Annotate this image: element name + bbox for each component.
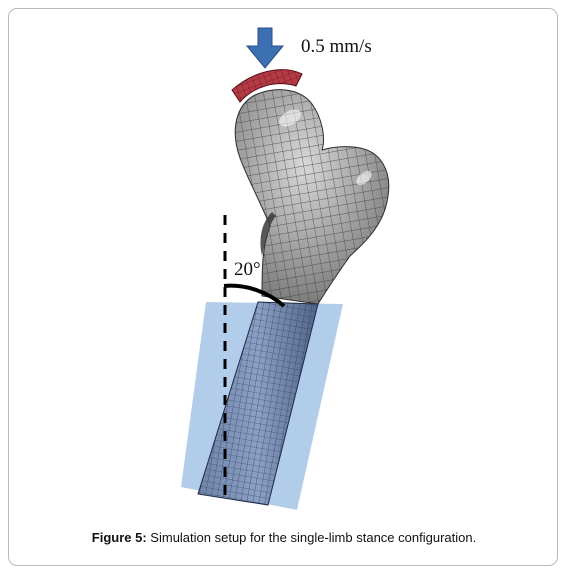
loading-plate [231,69,303,103]
femur-shaft [197,301,319,506]
caption-label: Figure 5: [91,530,147,545]
caption-text: Simulation setup for the single-limb sta… [146,530,477,545]
angle-label: 20° [234,259,261,280]
down-arrow-icon [245,27,285,69]
femur-head [234,89,390,305]
angle-arc [223,283,286,308]
load-speed-label: 0.5 mm/s [301,36,372,57]
figure-caption: Figure 5: Simulation setup for the singl… [0,529,568,547]
